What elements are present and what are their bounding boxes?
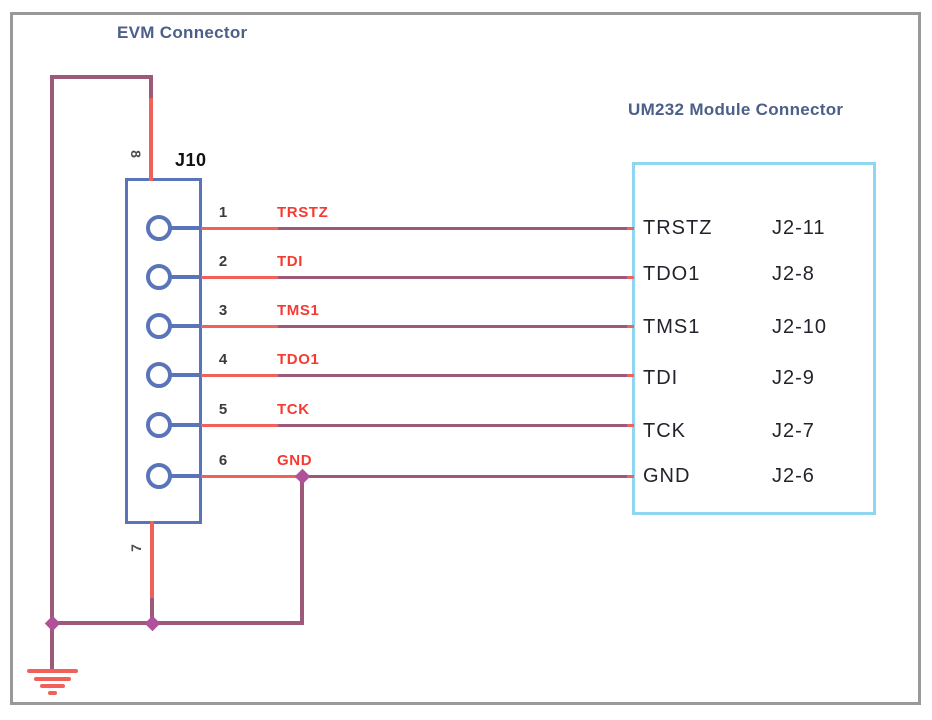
wire-purple-segment [298,475,634,478]
pin-7-number: 7 [128,544,144,552]
evm-connector-title: EVM Connector [117,23,248,42]
module-signal: GND [643,465,691,487]
signal-label: GND [277,452,313,469]
ground-bar-1 [27,669,78,673]
wire-red-tip [627,227,634,230]
pin-circle [146,412,172,438]
wire-pin7-purple-segment [150,598,154,624]
wire-red-segment [201,276,278,279]
pin-stub [168,423,202,427]
module-signal: TRSTZ [643,217,713,239]
pin-circle [146,313,172,339]
wire-red-segment [201,424,278,427]
ground-bar-2 [34,677,71,681]
pin-stub [168,275,202,279]
wire-red-segment [201,325,278,328]
pin-stub [168,474,202,478]
wire-red-segment [201,475,298,478]
pin-stub [168,373,202,377]
module-signal: TDI [643,367,679,389]
wire-top-loop-horizontal [52,75,153,79]
module-pin-ref: J2-7 [772,420,815,442]
pin-circle [146,264,172,290]
module-pin-ref: J2-11 [772,217,826,239]
module-pin-ref: J2-6 [772,465,815,487]
signal-label: TDO1 [277,351,320,368]
pin-number: 5 [218,401,228,418]
wire-red-segment [201,227,278,230]
wire-purple-segment [278,424,634,427]
module-pin-ref: J2-9 [772,367,815,389]
module-pin-ref: J2-8 [772,263,815,285]
wire-red-tip [627,325,634,328]
wire-pin8-purple-segment [149,75,153,99]
um232-connector-box [632,162,876,515]
wire-pin7-red-segment [150,521,154,599]
wire-red-tip [627,475,634,478]
pin-stub [168,226,202,230]
pin-number: 1 [218,204,228,221]
wire-purple-segment [278,227,634,230]
ground-bar-4 [48,691,57,695]
pin-8-number: 8 [128,150,144,158]
wire-purple-segment [278,374,634,377]
pin-number: 4 [218,351,228,368]
wire-red-tip [627,276,634,279]
pin-circle [146,463,172,489]
wire-gnd-drop-vertical [300,476,304,625]
pin-number: 6 [218,452,228,469]
module-pin-ref: J2-10 [772,316,828,338]
wire-left-ground-vertical [50,75,54,671]
wire-pin8-red-segment [149,98,153,181]
pin-circle [146,215,172,241]
signal-label: TMS1 [277,302,320,319]
wire-purple-segment [278,276,634,279]
wire-red-segment [201,374,278,377]
wire-red-tip [627,374,634,377]
um232-connector-title: UM232 Module Connector [628,100,844,119]
module-signal: TCK [643,420,686,442]
wire-red-tip [627,424,634,427]
module-signal: TMS1 [643,316,701,338]
pin-stub [168,324,202,328]
pin-number: 2 [218,253,228,270]
wire-purple-segment [278,325,634,328]
module-signal: TDO1 [643,263,701,285]
pin-circle [146,362,172,388]
j10-ref-label: J10 [175,150,207,170]
wire-ground-bus-horizontal [52,621,304,625]
signal-label: TDI [277,253,303,270]
ground-bar-3 [40,684,65,688]
signal-label: TRSTZ [277,204,329,221]
pin-number: 3 [218,302,228,319]
signal-label: TCK [277,401,310,418]
